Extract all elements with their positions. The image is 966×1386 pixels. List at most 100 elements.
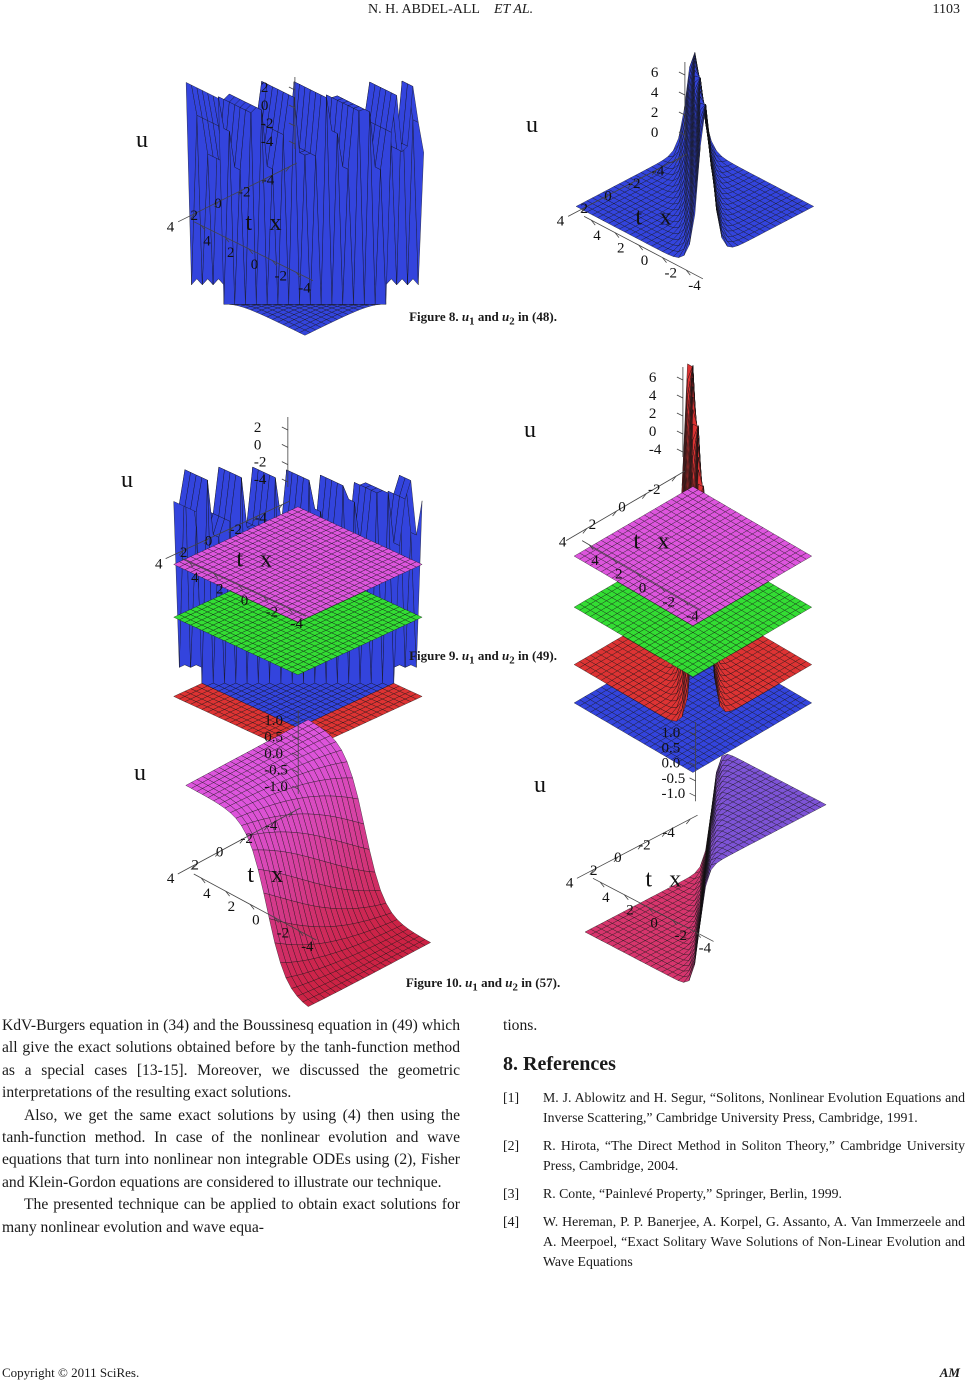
z-tick-label: -0.5 xyxy=(264,763,288,779)
x-tick-label: 2 xyxy=(617,241,625,257)
x-tick-label: -4 xyxy=(301,939,314,955)
z-tick-label: 2 xyxy=(649,406,657,422)
z-tick-label: 0 xyxy=(649,424,657,440)
reference-item: [3] R. Conte, “Painlevé Property,” Sprin… xyxy=(503,1184,965,1204)
t-tick-label: 0 xyxy=(614,850,622,866)
x-tick-label: -4 xyxy=(298,280,311,296)
z-tick-label: 6 xyxy=(651,65,659,81)
x-axis-label: x xyxy=(269,210,281,236)
t-tick-label: -4 xyxy=(662,825,675,841)
t-tick-label: -2 xyxy=(238,184,251,200)
t-tick-label: -2 xyxy=(648,482,661,498)
x-tick-label: 4 xyxy=(602,890,610,906)
t-axis-label: t xyxy=(645,866,652,892)
z-tick-label: 0.5 xyxy=(264,730,283,746)
reference-number: [1] xyxy=(503,1089,520,1105)
z-tick-label: 0.0 xyxy=(264,746,283,762)
t-tick-label: 0 xyxy=(216,844,224,860)
t-tick-label: 2 xyxy=(180,545,188,561)
t-axis-label: t xyxy=(245,210,252,236)
t-tick-label: 2 xyxy=(590,863,598,879)
x-axis-label: x xyxy=(271,862,283,888)
z-tick-label: 0 xyxy=(254,437,262,453)
x-tick-label: 0 xyxy=(251,257,258,273)
x-tick-label: 4 xyxy=(593,228,601,244)
figure-9-caption: Figure 9. u1 and u2 in (49). xyxy=(409,648,557,667)
z-tick-label: 0.5 xyxy=(662,740,681,756)
x-tick-label: 0 xyxy=(252,912,260,928)
x-tick-label: -4 xyxy=(699,941,712,957)
reference-text: M. J. Ablowitz and H. Segur, “Solitons, … xyxy=(543,1089,965,1125)
reference-number: [3] xyxy=(503,1185,520,1201)
z-tick-label: 2 xyxy=(261,80,269,96)
z-tick-label: -1.0 xyxy=(264,779,288,795)
t-axis-label: t xyxy=(247,862,254,888)
paragraph-1: KdV-Burgers equation in (34) and the Bou… xyxy=(2,1017,460,1102)
header-etal: ET AL. xyxy=(494,2,534,17)
z-tick-label: -4 xyxy=(261,134,274,150)
footer-journal: AM xyxy=(939,1365,960,1380)
z-tick-label: 4 xyxy=(649,388,657,404)
z-axis-label: u xyxy=(121,467,133,493)
z-tick-label: 2 xyxy=(254,420,262,436)
t-tick-label: 4 xyxy=(566,875,574,891)
reference-text: W. Hereman, P. P. Banerjee, A. Korpel, G… xyxy=(543,1213,965,1269)
t-tick-label: -4 xyxy=(265,818,278,834)
reference-text: R. Conte, “Painlevé Property,” Springer,… xyxy=(543,1185,842,1201)
reference-number: [2] xyxy=(503,1137,520,1153)
z-axis-label: u xyxy=(136,127,148,153)
t-tick-label: 0 xyxy=(618,500,626,516)
running-header-authors: N. H. ABDEL-ALL ET AL. xyxy=(368,2,533,18)
x-tick-label: -4 xyxy=(686,608,699,624)
z-tick-label: 0 xyxy=(651,125,659,141)
figure-8-caption: Figure 8. u1 and u2 in (48). xyxy=(409,309,557,328)
t-tick-label: 0 xyxy=(205,533,213,549)
x-tick-label: 4 xyxy=(191,570,199,586)
x-tick-label: 2 xyxy=(228,899,236,915)
reference-text: R. Hirota, “The Direct Method in Soliton… xyxy=(543,1137,965,1173)
t-tick-label: -2 xyxy=(638,838,651,854)
z-tick-label: 2 xyxy=(651,105,659,121)
t-tick-label: 2 xyxy=(589,517,597,533)
header-authors: N. H. ABDEL-ALL xyxy=(368,2,480,17)
figure-10-caption: Figure 10. u1 and u2 in (57). xyxy=(405,975,561,994)
t-tick-label: 4 xyxy=(167,871,175,887)
t-tick-label: 0 xyxy=(214,196,222,212)
z-axis-label: u xyxy=(134,760,146,786)
x-axis-label: x xyxy=(659,204,671,230)
references-heading: 8. References xyxy=(503,1053,616,1076)
x-tick-label: 2 xyxy=(227,245,235,261)
reference-item: [4] W. Hereman, P. P. Banerjee, A. Korpe… xyxy=(503,1212,965,1272)
x-tick-label: 2 xyxy=(216,582,224,598)
x-tick-label: -2 xyxy=(275,269,288,285)
t-tick-label: -2 xyxy=(230,522,243,538)
t-tick-label: 2 xyxy=(191,858,199,874)
x-tick-label: -2 xyxy=(277,926,290,942)
z-axis-label: u xyxy=(524,417,536,443)
t-tick-label: -2 xyxy=(628,176,641,192)
t-axis-label: t xyxy=(236,547,243,573)
t-tick-label: 4 xyxy=(559,534,567,550)
x-axis-label: x xyxy=(669,866,681,892)
t-tick-label: -4 xyxy=(262,173,275,189)
t-tick-label: -2 xyxy=(240,831,253,847)
x-tick-label: 0 xyxy=(641,253,649,269)
z-tick-label: -2 xyxy=(261,116,274,132)
z-tick-label: 1.0 xyxy=(662,725,681,741)
z-tick-label: -1.0 xyxy=(662,786,686,802)
z-tick-label: 0 xyxy=(261,98,269,114)
t-tick-label: 4 xyxy=(155,557,163,573)
z-tick-label: 1.0 xyxy=(264,713,283,729)
x-tick-label: 2 xyxy=(626,903,634,919)
paragraph-3: The presented technique can be applied t… xyxy=(2,1196,460,1236)
x-axis-label: x xyxy=(657,529,669,555)
t-tick-label: 0 xyxy=(604,189,612,205)
x-tick-label: -2 xyxy=(663,595,676,611)
x-tick-label: -4 xyxy=(290,616,303,632)
x-tick-label: 0 xyxy=(650,915,658,931)
x-tick-label: -2 xyxy=(665,266,678,282)
